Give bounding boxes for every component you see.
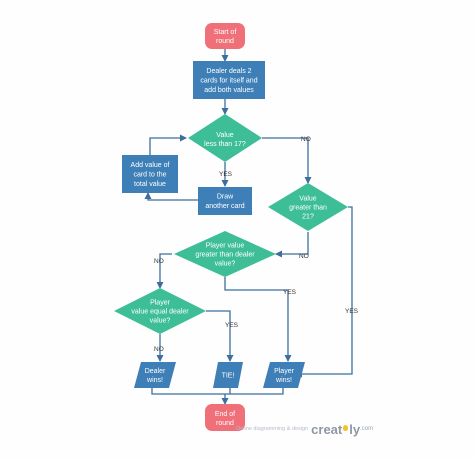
add-value-process — [122, 155, 178, 193]
node-label-line: total value — [134, 181, 166, 188]
lightbulb-icon — [343, 424, 349, 431]
dealer-wins-label: Dealer wins! — [145, 368, 166, 384]
node-label-line: add both values — [204, 87, 254, 94]
edge-player-gt-yes — [224, 277, 292, 362]
node-label-line: Dealer deals 2 — [206, 68, 251, 75]
node-label-line: Player value — [206, 242, 245, 249]
node-label-line: wins! — [275, 377, 292, 384]
node-label-line: greater than — [289, 204, 327, 211]
edge-player-eq-yes — [206, 310, 234, 362]
watermark-brand-prefix: creat — [311, 421, 343, 437]
node-label-line: round — [216, 420, 234, 427]
node-label-line: Value — [216, 132, 233, 139]
player-wins-label: Player wins! — [274, 368, 295, 384]
edge-less17-no — [262, 137, 312, 184]
tie-io — [213, 362, 243, 388]
node-label-line: 21? — [302, 213, 314, 220]
player-gt-decision — [174, 231, 276, 277]
player-eq-yes-label: YES — [225, 322, 239, 329]
edge-outcomes-to-end — [151, 388, 284, 404]
node-label-line: wins! — [146, 377, 163, 384]
watermark-brand-suffix: ly — [349, 421, 361, 437]
node-label-line: Player — [274, 368, 295, 375]
node-label-line: round — [216, 38, 234, 45]
node-label-line: another card — [205, 203, 244, 210]
edge-add-to-less17 — [149, 134, 187, 155]
node-label-line: TIE! — [222, 372, 235, 379]
node-label-line: value? — [215, 260, 236, 267]
node-label-line: Draw — [217, 194, 234, 201]
less17-yes-label: YES — [219, 171, 233, 178]
less17-label: Value less than 17? — [204, 132, 246, 148]
node-label-line: Dealer — [145, 368, 166, 375]
end-terminal — [205, 404, 245, 431]
player-eq-no-label: NO — [154, 346, 164, 353]
deal-label: Dealer deals 2 cards for itself and add bo… — [200, 68, 257, 94]
node-label-line: cards for itself and — [200, 77, 257, 84]
player-eq-decision — [114, 288, 206, 334]
player-gt-yes-label: YES — [283, 289, 297, 296]
node-label-line: Start of — [214, 29, 237, 36]
tie-label: TIE! — [222, 372, 235, 379]
edge-draw-to-add — [144, 192, 198, 201]
edge-greater21-no — [275, 232, 309, 258]
add-value-label: Add value of card to the total value — [131, 162, 170, 188]
edge-player-gt-no — [156, 253, 172, 289]
dealer-wins-io — [134, 362, 176, 388]
greater21-decision — [268, 183, 348, 231]
deal-process — [193, 61, 265, 99]
greater21-yes-label: YES — [345, 308, 359, 315]
end-label: End of round — [215, 411, 235, 427]
node-label-line: value? — [150, 317, 171, 324]
node-label-line: less than 17? — [204, 141, 246, 148]
player-gt-no-label: NO — [154, 258, 164, 265]
less17-decision — [188, 114, 262, 162]
start-label: Start of round — [214, 29, 237, 45]
edge-greater21-yes — [295, 206, 353, 378]
player-eq-label: Player value equal dealer value? — [131, 299, 189, 324]
node-label-line: Player — [150, 299, 171, 306]
watermark-domain: .com — [360, 426, 374, 432]
node-label-line: card to the — [133, 171, 166, 178]
node-label-line: value equal dealer — [131, 308, 189, 315]
node-label-line: End of — [215, 411, 235, 418]
greater21-label: Value greater than 21? — [289, 195, 327, 220]
watermark-tagline: Online diagramming & design — [236, 426, 309, 432]
node-label-line: greater than dealer — [195, 251, 255, 258]
player-gt-label: Player value greater than dealer value? — [195, 242, 255, 267]
node-label-line: Value — [299, 195, 316, 202]
player-wins-io — [263, 362, 305, 388]
draw-label: Draw another card — [205, 194, 244, 211]
greater21-no-label: NO — [299, 253, 309, 260]
start-terminal — [205, 23, 245, 49]
less17-no-label: NO — [301, 136, 311, 143]
draw-process — [198, 187, 252, 215]
node-label-line: Add value of — [131, 162, 170, 169]
